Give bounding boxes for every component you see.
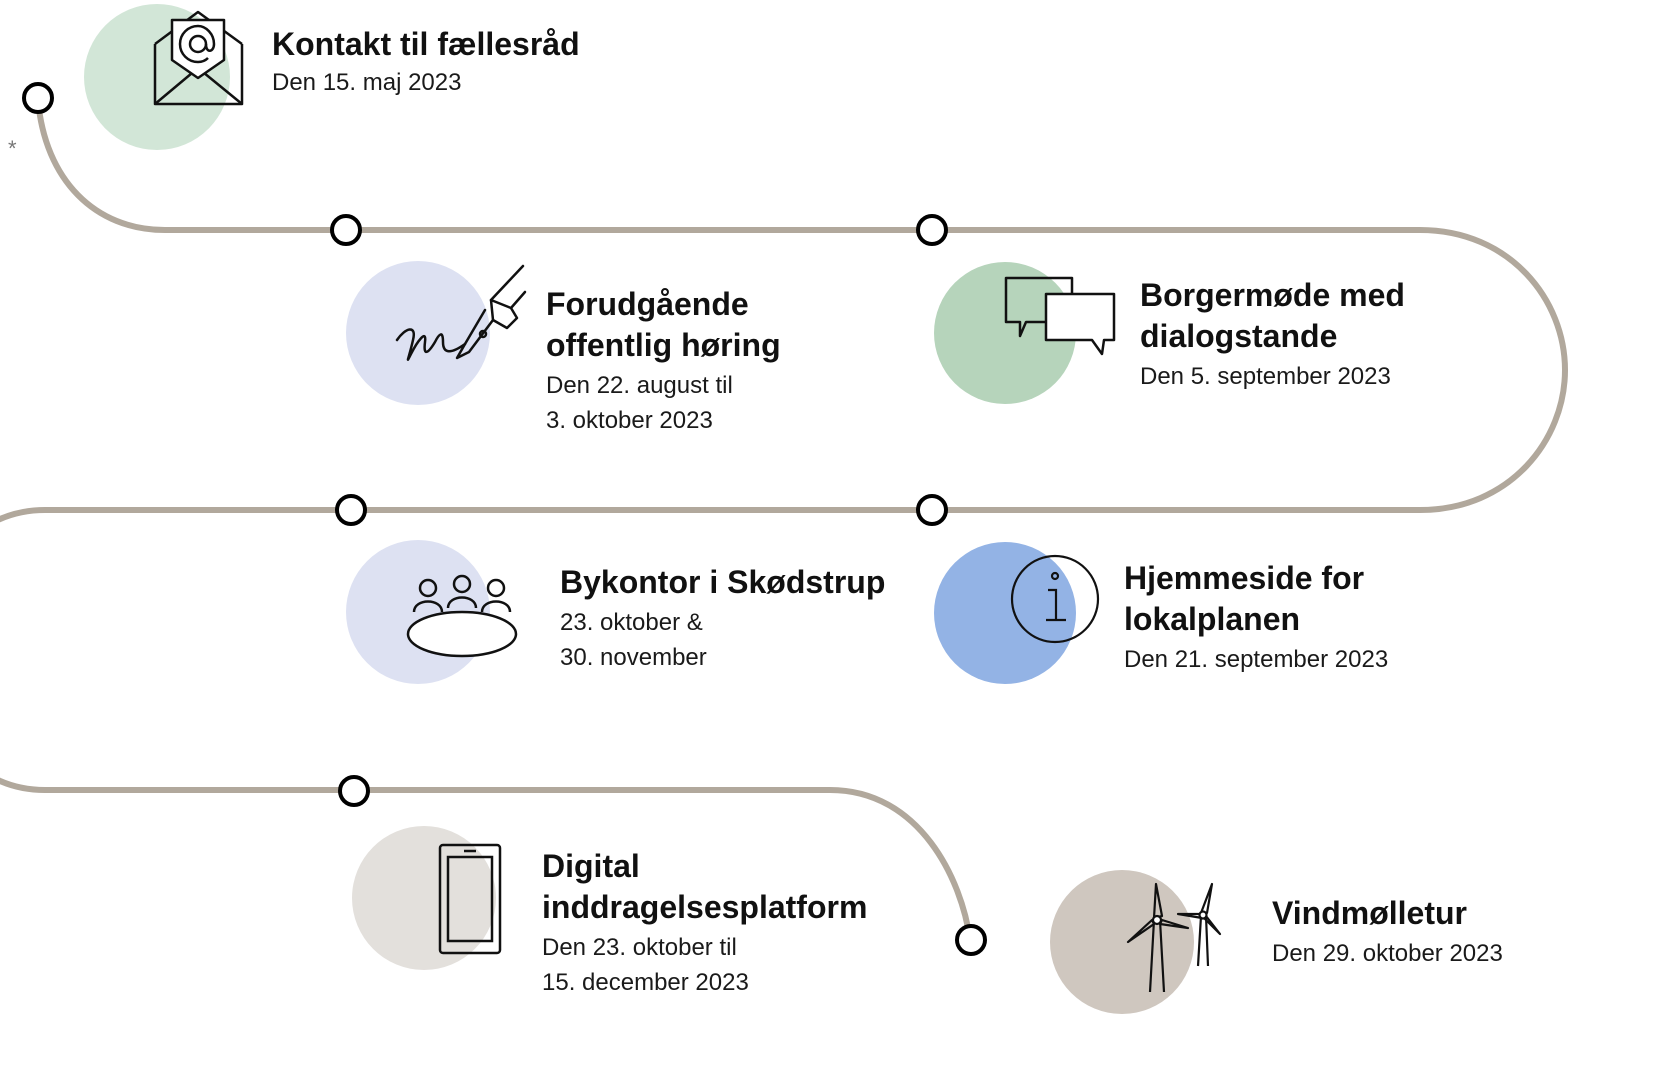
timeline-node: [22, 82, 54, 114]
step-4-date-line-1: 23. oktober &: [560, 609, 703, 636]
step-6-date-line-1: Den 23. oktober til: [542, 934, 737, 961]
step-2-date-line-1: Den 22. august til: [546, 372, 733, 399]
step-5-title-line-1: Hjemmeside for: [1124, 560, 1365, 596]
step-2-title-line-2: offentlig høring: [546, 327, 781, 363]
step-6-title-line-2: inddragelsesplatform: [542, 889, 868, 925]
step-1-label: Kontakt til fællesråd Den 15. maj 2023: [272, 24, 580, 100]
step-6-date-line-2: 15. december 2023: [542, 969, 749, 996]
asterisk-marker: *: [8, 136, 17, 161]
timeline-node: [330, 214, 362, 246]
step-5-label: Hjemmeside for lokalplanen Den 21. septe…: [1124, 558, 1388, 677]
step-4-title: Bykontor i Skødstrup: [560, 564, 886, 600]
step-3-title-line-2: dialogstande: [1140, 318, 1338, 354]
timeline-node: [955, 924, 987, 956]
blob-blue: [934, 542, 1076, 684]
timeline-node: [916, 214, 948, 246]
step-6-title-line-1: Digital: [542, 848, 640, 884]
timeline-node: [335, 494, 367, 526]
blob-lavender: [346, 261, 490, 405]
step-7-title: Vindmølletur: [1272, 895, 1467, 931]
meeting-table-icon: [406, 574, 518, 658]
step-3-label: Borgermøde med dialogstande Den 5. septe…: [1140, 275, 1405, 394]
step-6-label: Digital inddragelsesplatform Den 23. okt…: [542, 846, 867, 1000]
timeline-node: [916, 494, 948, 526]
step-2-label: Forudgående offentlig høring Den 22. aug…: [546, 284, 781, 438]
step-2-date-line-2: 3. oktober 2023: [546, 407, 713, 434]
step-1-date: Den 15. maj 2023: [272, 69, 462, 96]
step-4-label: Bykontor i Skødstrup 23. oktober & 30. n…: [560, 562, 885, 675]
fountain-pen-signature-icon: [395, 264, 527, 361]
step-5-title-line-2: lokalplanen: [1124, 601, 1301, 637]
step-7-date: Den 29. oktober 2023: [1272, 940, 1503, 967]
wind-turbines-icon: [1126, 882, 1222, 992]
info-icon: [1010, 554, 1100, 644]
timeline-node: [338, 775, 370, 807]
step-7-label: Vindmølletur Den 29. oktober 2023: [1272, 893, 1503, 971]
step-5-date: Den 21. september 2023: [1124, 646, 1389, 673]
step-3-title-line-1: Borgermøde med: [1140, 277, 1405, 313]
blob-taupe: [1050, 870, 1194, 1014]
step-4-date-line-2: 30. november: [560, 644, 707, 671]
envelope-at-icon: [153, 10, 244, 106]
step-3-date: Den 5. september 2023: [1140, 363, 1391, 390]
step-2-title-line-1: Forudgående: [546, 286, 749, 322]
speech-bubbles-icon: [1004, 276, 1116, 356]
tablet-icon: [438, 843, 502, 955]
step-1-title: Kontakt til fællesråd: [272, 26, 580, 62]
